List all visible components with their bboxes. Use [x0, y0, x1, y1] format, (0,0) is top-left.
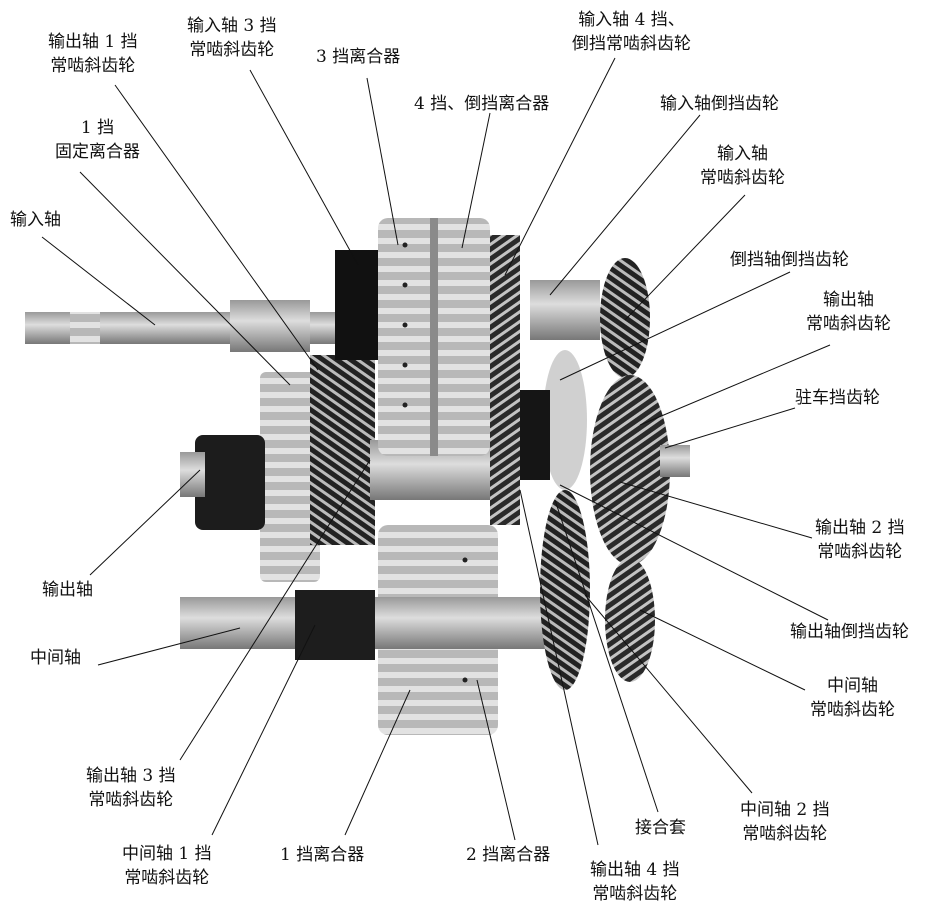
- label-line: 输出轴 2 挡: [815, 518, 905, 538]
- label-line: 常啮斜齿轮: [810, 700, 895, 720]
- label-line: 输入轴: [717, 144, 768, 164]
- label-countershaft: 中间轴: [30, 646, 81, 670]
- label-output-shaft-2nd-gear: 输出轴 2 挡常啮斜齿轮: [815, 516, 905, 564]
- leader-line: [554, 499, 659, 813]
- helical-gear-stack-left: [310, 355, 375, 545]
- leader-line: [89, 469, 201, 576]
- label-line: 倒挡常啮斜齿轮: [572, 34, 691, 54]
- label-line: 输出轴: [42, 580, 93, 600]
- leader-line: [179, 459, 371, 761]
- leader-line: [559, 271, 791, 381]
- leader-line: [559, 484, 829, 621]
- label-line: 输入轴 4 挡、: [578, 10, 685, 30]
- leader-line: [476, 679, 516, 841]
- label-line: 输出轴 3 挡: [86, 766, 176, 786]
- label-line: 中间轴 1 挡: [122, 844, 212, 864]
- label-line: 输出轴: [823, 290, 874, 310]
- label-output-shaft-4th-gear: 输出轴 4 挡常啮斜齿轮: [590, 858, 680, 906]
- leader-line: [619, 481, 813, 539]
- label-reverse-shaft-reverse-gear: 倒挡轴倒挡齿轮: [730, 248, 849, 272]
- label-line: 倒挡轴倒挡齿轮: [730, 250, 849, 270]
- label-clutch-2nd: 2 挡离合器: [466, 843, 550, 867]
- leader-line: [639, 344, 831, 426]
- leader-line: [624, 194, 746, 321]
- label-line: 4 挡、倒挡离合器: [414, 94, 550, 114]
- label-line: 常啮斜齿轮: [817, 542, 903, 562]
- label-line: 输出轴倒挡齿轮: [790, 622, 909, 642]
- countershaft-body: [180, 597, 580, 649]
- clutch-1st-fixed-body: [260, 372, 320, 582]
- label-line: 输入轴: [10, 210, 61, 230]
- label-line: 中间轴: [827, 676, 878, 696]
- leader-line: [211, 624, 316, 836]
- leader-line: [344, 689, 411, 836]
- label-line: 常啮斜齿轮: [88, 790, 174, 810]
- label-line: 输出轴 1 挡: [48, 32, 138, 52]
- label-output-shaft-reverse-gear: 输出轴倒挡齿轮: [790, 620, 909, 644]
- label-line: 3 挡离合器: [316, 47, 401, 67]
- label-output-shaft-constant-mesh: 输出轴常啮斜齿轮: [806, 288, 891, 336]
- label-line: 输入轴倒挡齿轮: [660, 94, 779, 114]
- label-line: 常啮斜齿轮: [124, 868, 210, 888]
- label-countershaft-2nd-gear: 中间轴 2 挡常啮斜齿轮: [740, 798, 830, 846]
- label-input-shaft-reverse-gear: 输入轴倒挡齿轮: [660, 92, 779, 116]
- label-line: 2 挡离合器: [466, 845, 551, 865]
- leader-line: [249, 69, 359, 266]
- label-output-shaft-1st-gear: 输出轴 1 挡常啮斜齿轮: [48, 30, 138, 78]
- label-sleeve: 接合套: [635, 816, 686, 840]
- leader-line: [461, 112, 491, 249]
- label-clutch-3rd: 3 挡离合器: [316, 45, 400, 69]
- label-input-shaft-4th-reverse-gear: 输入轴 4 挡、倒挡常啮斜齿轮: [572, 8, 691, 56]
- label-line: 常啮斜齿轮: [189, 40, 275, 60]
- label-line: 1 挡离合器: [280, 845, 365, 865]
- label-line: 常啮斜齿轮: [50, 56, 136, 76]
- label-clutch-1st-fixed: 1 挡固定离合器: [55, 116, 140, 164]
- label-input-shaft-3rd-gear: 输入轴 3 挡常啮斜齿轮: [187, 14, 277, 62]
- label-output-shaft: 输出轴: [42, 578, 93, 602]
- leader-line: [549, 114, 701, 296]
- leader-line: [664, 407, 796, 449]
- label-line: 输入轴 3 挡: [187, 16, 277, 36]
- label-line: 常啮斜齿轮: [700, 168, 785, 188]
- leader-line: [114, 84, 319, 371]
- label-line: 1 挡: [80, 118, 115, 138]
- label-countershaft-constant-mesh: 中间轴常啮斜齿轮: [810, 674, 895, 722]
- label-parking-gear: 驻车挡齿轮: [795, 386, 880, 410]
- leader-line: [366, 77, 399, 246]
- label-line: 驻车挡齿轮: [795, 388, 880, 408]
- leader-line: [41, 236, 156, 326]
- label-clutch-1st: 1 挡离合器: [280, 843, 364, 867]
- label-clutch-4th-reverse: 4 挡、倒挡离合器: [414, 92, 549, 116]
- label-output-shaft-3rd-gear: 输出轴 3 挡常啮斜齿轮: [86, 764, 176, 812]
- label-line: 接合套: [635, 818, 686, 838]
- leader-line: [504, 57, 616, 276]
- label-line: 中间轴 2 挡: [740, 800, 830, 820]
- leader-line: [519, 489, 599, 846]
- label-line: 常啮斜齿轮: [592, 884, 678, 904]
- label-countershaft-1st-gear: 中间轴 1 挡常啮斜齿轮: [122, 842, 212, 890]
- leader-line: [584, 594, 753, 794]
- label-line: 常啮斜齿轮: [742, 824, 828, 844]
- label-line: 输出轴 4 挡: [590, 860, 680, 880]
- leader-line: [79, 171, 291, 386]
- leader-line: [97, 627, 241, 666]
- leader-line: [639, 609, 806, 691]
- label-line: 常啮斜齿轮: [806, 314, 891, 334]
- label-line: 固定离合器: [55, 142, 140, 162]
- label-line: 中间轴: [30, 648, 81, 668]
- label-input-shaft: 输入轴: [10, 208, 61, 232]
- label-input-shaft-constant-mesh: 输入轴常啮斜齿轮: [700, 142, 785, 190]
